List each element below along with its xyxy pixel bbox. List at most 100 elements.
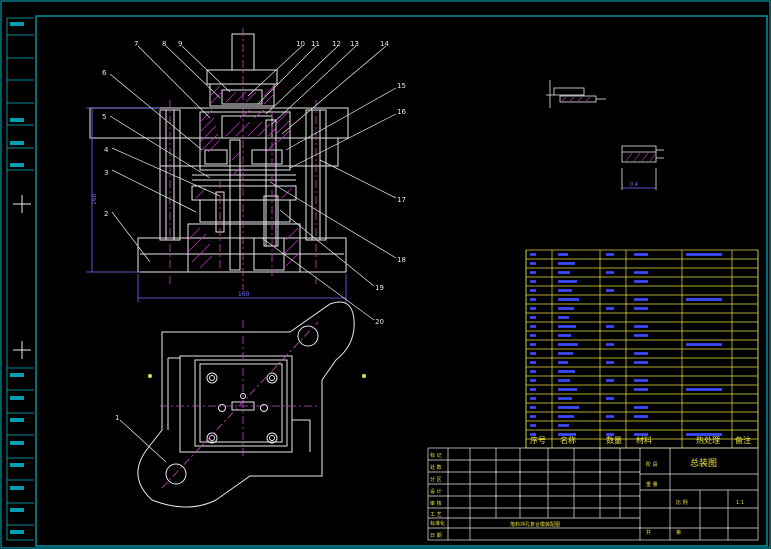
title-scale-label: 比 例: [676, 499, 688, 506]
parts-entry-mark: [634, 334, 648, 337]
drawing-title: 总装图: [690, 457, 717, 469]
parts-entry-mark: [634, 307, 648, 310]
parts-entry-mark: [606, 289, 614, 292]
callout-14: 14: [380, 40, 389, 48]
title-sheet-number: 第: [676, 529, 681, 536]
tb-row-label-3: 设 计: [430, 488, 442, 495]
parts-entry-mark: [558, 424, 569, 427]
parts-entry-mark: [558, 316, 569, 319]
parts-entry-mark: [530, 334, 536, 337]
parts-entry-mark: [558, 415, 574, 418]
callout-9: 9: [178, 40, 182, 48]
parts-entry-mark: [686, 433, 722, 436]
title-scale-value: 1:1: [736, 500, 744, 506]
callout-leaders: [109, 45, 397, 463]
parts-entry-mark: [634, 379, 648, 382]
parts-entry-mark: [558, 433, 576, 436]
callout-1: 1: [115, 414, 119, 422]
parts-entry-mark: [530, 280, 536, 283]
parts-entry-mark: [558, 361, 568, 364]
die-front-section: [89, 33, 349, 273]
parts-entry-mark: [606, 343, 614, 346]
parts-entry-mark: [530, 370, 536, 373]
parts-entry-mark: [558, 280, 577, 283]
detail-view-1: [546, 80, 606, 108]
parts-entry-mark: [634, 406, 648, 409]
callout-8: 8: [162, 40, 166, 48]
callout-15: 15: [397, 82, 406, 90]
tb-row-label-0: 标 记: [430, 452, 442, 459]
header-name: 名称: [560, 435, 576, 445]
die-plan-view: [137, 301, 355, 508]
parts-entry-mark: [530, 307, 536, 310]
parts-entry-mark: [686, 388, 722, 391]
parts-entry-mark: [634, 271, 648, 274]
callout-2: 2: [104, 210, 108, 218]
header-treatment: 热处理: [696, 435, 720, 445]
callout-13: 13: [350, 40, 359, 48]
parts-entry-mark: [634, 298, 648, 301]
tb-row-label-2: 分 区: [430, 476, 442, 483]
parts-entry-mark: [558, 307, 574, 310]
dimension-height: 160: [91, 193, 98, 205]
title-block-left-labels: 标 记 处 数 分 区 设 计 审 核 工 艺 标准化 日 期: [430, 452, 445, 539]
header-qty: 数量: [606, 435, 622, 445]
left-side-strip: [6, 17, 34, 541]
parts-entry-mark: [530, 388, 536, 391]
parts-entry-mark: [634, 415, 648, 418]
detail-view-2: [621, 145, 664, 190]
parts-entry-mark: [530, 262, 536, 265]
parts-entry-mark: [558, 325, 576, 328]
parts-entry-mark: [606, 271, 614, 274]
parts-entry-mark: [558, 352, 573, 355]
parts-entry-mark: [634, 325, 648, 328]
plan-center-lines: [160, 320, 320, 489]
parts-entry-mark: [530, 433, 536, 436]
title-weight-label: 重 量: [646, 481, 658, 488]
parts-entry-mark: [558, 379, 570, 382]
parts-entry-mark: [606, 415, 614, 418]
parts-entry-mark: [606, 361, 614, 364]
parts-entry-mark: [558, 370, 575, 373]
header-material: 材料: [636, 435, 652, 445]
detail-view-1-hatch: [561, 96, 591, 102]
callout-4: 4: [104, 146, 109, 154]
parts-entry-mark: [530, 316, 536, 319]
parts-entry-mark: [558, 343, 578, 346]
tb-row-label-4: 审 核: [430, 500, 442, 507]
detail-view-2-hatch: [625, 152, 656, 162]
callout-17: 17: [397, 196, 406, 204]
parts-entry-mark: [530, 289, 536, 292]
callout-10: 10: [296, 40, 305, 48]
callout-19: 19: [375, 284, 384, 292]
parts-entry-mark: [686, 298, 722, 301]
parts-entry-mark: [606, 307, 614, 310]
parts-entry-mark: [530, 397, 536, 400]
drawing-number: 落料冲孔复合模装配图: [510, 521, 560, 528]
title-sheet-total: 共: [646, 529, 651, 536]
parts-entry-mark: [558, 397, 572, 400]
parts-entry-mark: [530, 343, 536, 346]
callout-20: 20: [375, 318, 384, 326]
parts-entry-mark: [530, 406, 536, 409]
parts-entry-mark: [530, 325, 536, 328]
parts-entry-mark: [606, 433, 614, 436]
parts-entry-mark: [558, 253, 568, 256]
tb-row-label-5: 工 艺: [430, 512, 442, 518]
callout-11: 11: [311, 40, 320, 48]
front-dimensions: [86, 107, 347, 302]
parts-entry-mark: [530, 361, 536, 364]
dimension-width: 160: [238, 291, 250, 298]
title-stage-label: 阶 段: [646, 461, 658, 468]
callout-5: 5: [102, 113, 106, 121]
callout-12: 12: [332, 40, 341, 48]
header-no: 序号: [530, 435, 546, 445]
left-strip-markers: [13, 195, 31, 359]
parts-entry-mark: [558, 298, 579, 301]
parts-entry-mark: [530, 352, 536, 355]
plan-markers: [148, 374, 366, 378]
parts-entry-mark: [530, 298, 536, 301]
parts-entry-mark: [606, 325, 614, 328]
callout-3: 3: [104, 169, 108, 177]
